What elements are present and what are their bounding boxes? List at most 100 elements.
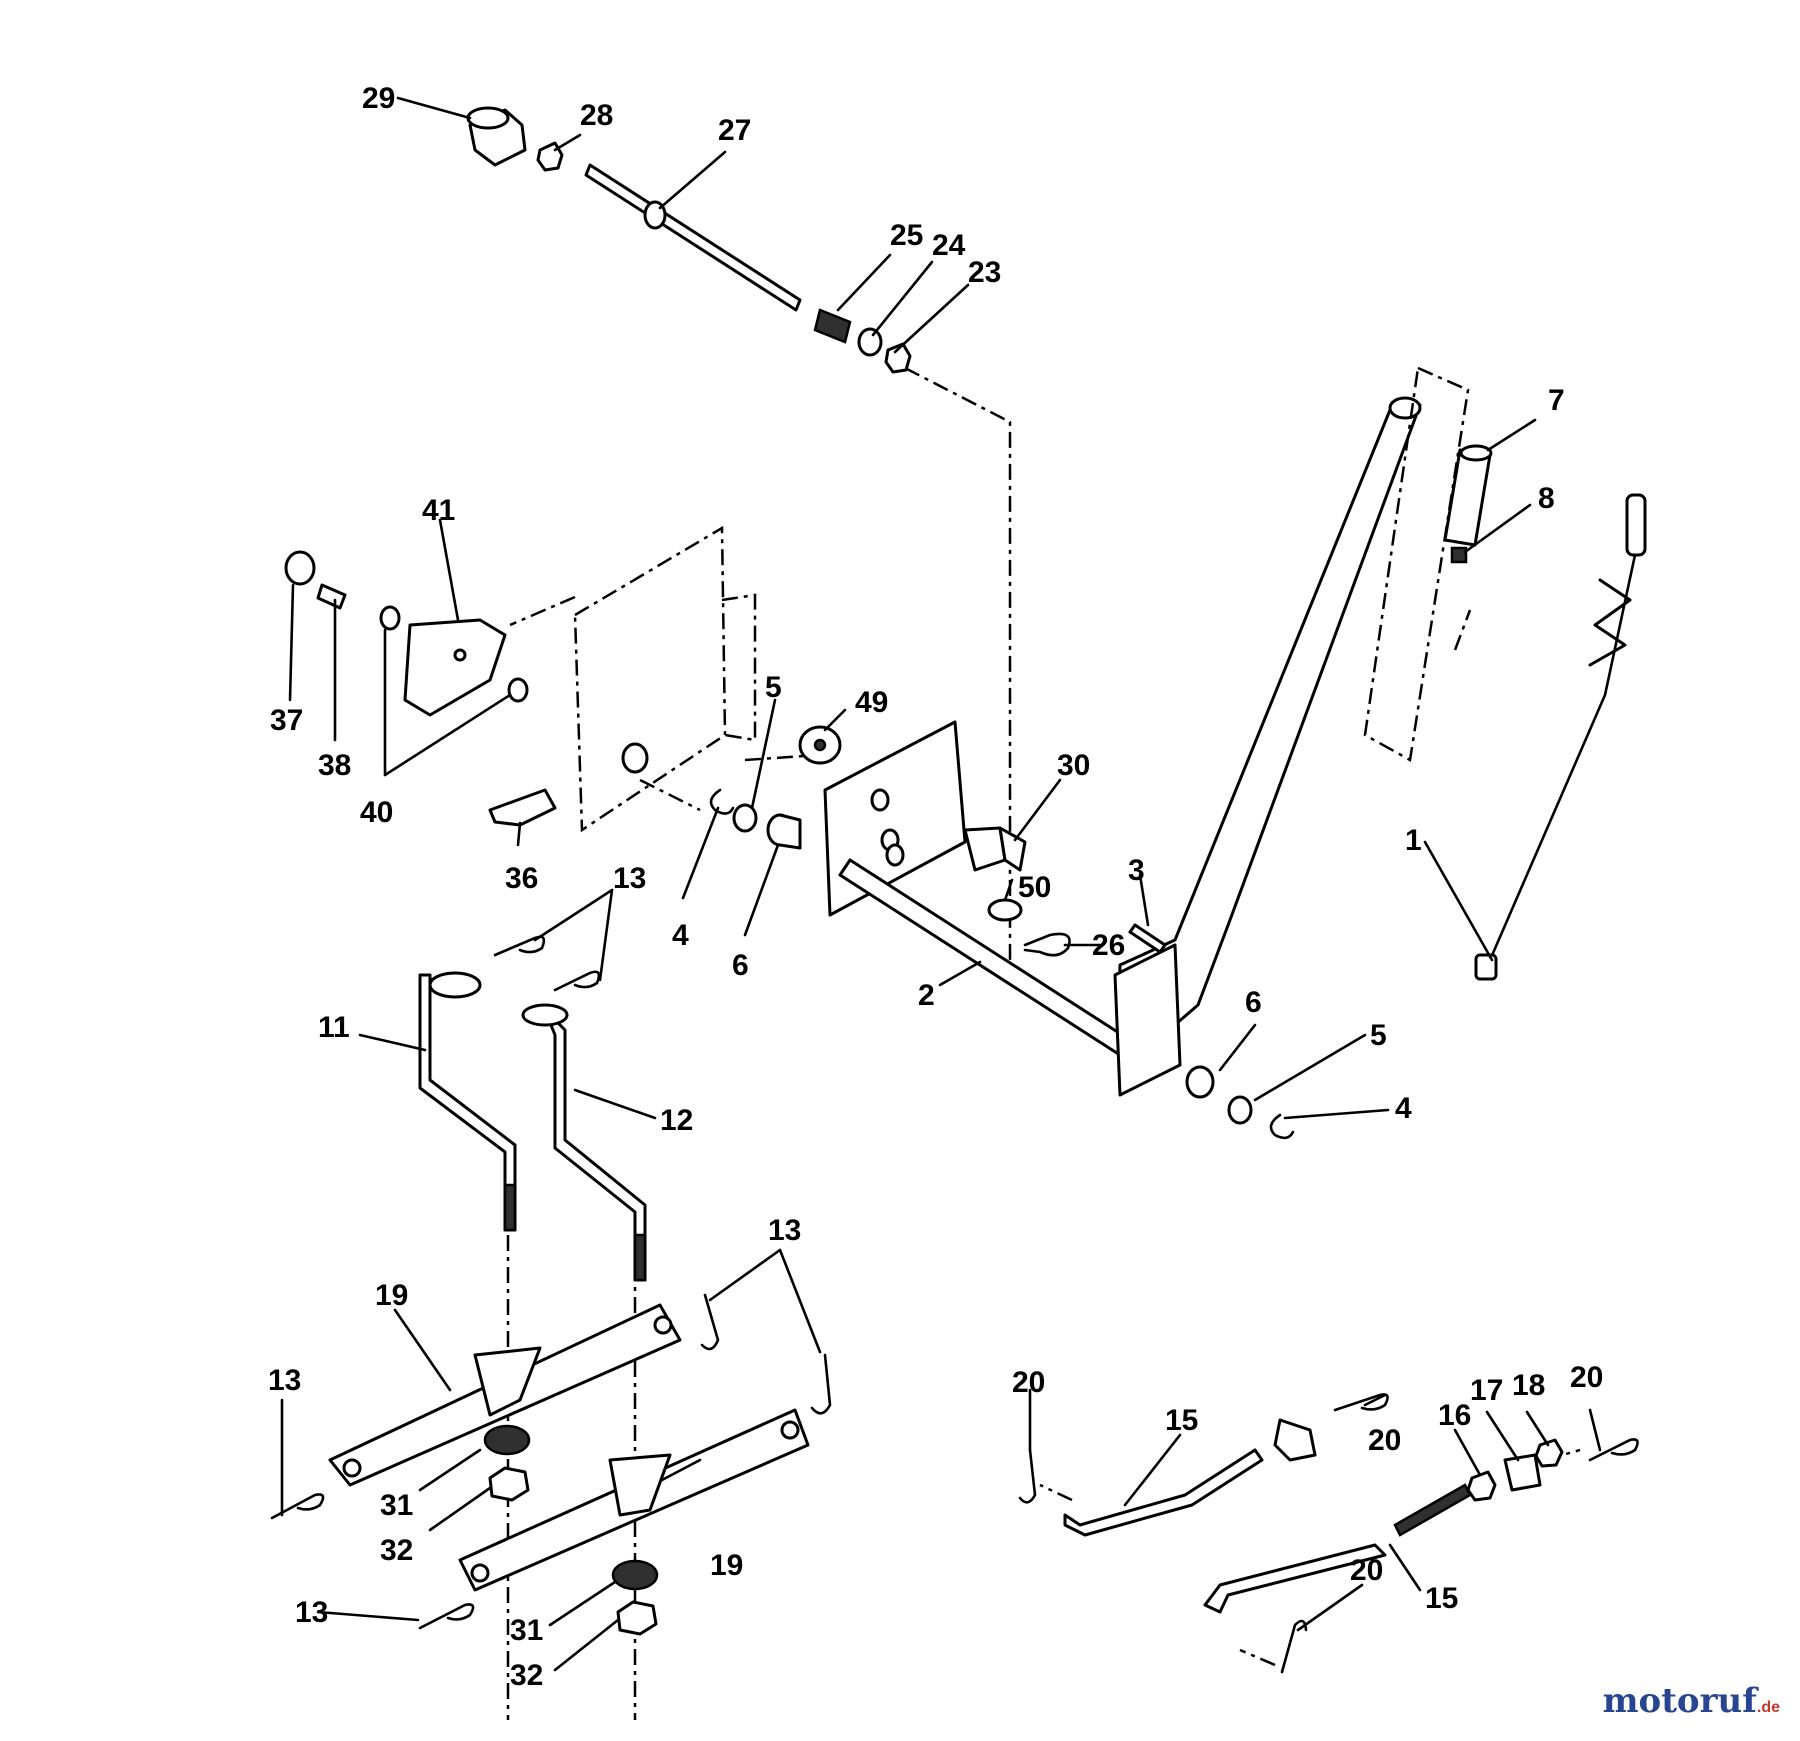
label-29: 29 — [362, 82, 395, 115]
shaft-arm — [1113, 943, 1182, 1097]
label-24: 24 — [932, 229, 966, 262]
label-15b: 15 — [1425, 1582, 1458, 1615]
washer-40b — [507, 677, 529, 703]
bracket-36 — [488, 788, 557, 827]
label-15a: 15 — [1165, 1404, 1198, 1437]
label-20d: 20 — [1350, 1554, 1383, 1587]
label-19a: 19 — [375, 1279, 408, 1312]
front-link-15a — [1063, 1418, 1317, 1537]
lift-shaft-2 — [838, 858, 1132, 1057]
label-27: 27 — [718, 114, 751, 147]
label-25: 25 — [890, 219, 923, 252]
label-7: 7 — [1548, 384, 1565, 417]
label-13d: 13 — [295, 1596, 328, 1629]
nut-16 — [1466, 1470, 1497, 1502]
label-50: 50 — [1018, 871, 1051, 904]
label-11: 11 — [318, 1011, 350, 1044]
label-32b: 32 — [510, 1659, 543, 1692]
label-31a: 31 — [380, 1489, 413, 1522]
label-6b: 6 — [1245, 986, 1262, 1019]
flange-nut-49 — [798, 725, 842, 765]
clip-4a — [709, 788, 735, 815]
part-labels: 29 28 27 25 24 23 7 8 41 37 38 40 5 49 3… — [268, 82, 1603, 1692]
label-5b: 5 — [1370, 1019, 1387, 1052]
washer-5b — [1227, 1095, 1253, 1125]
label-37: 37 — [270, 704, 303, 737]
washer-24 — [857, 327, 883, 357]
hairpin-20a — [1018, 1448, 1037, 1504]
label-8: 8 — [1538, 482, 1555, 515]
label-40: 40 — [360, 796, 393, 829]
label-13c: 13 — [268, 1364, 301, 1397]
label-20a: 20 — [1012, 1366, 1045, 1399]
label-41: 41 — [422, 494, 455, 527]
watermark-text: motoruf — [1602, 1681, 1757, 1721]
nut-32b — [616, 1600, 658, 1636]
cap-37 — [284, 550, 316, 586]
bushing-6a — [766, 813, 802, 850]
label-2: 2 — [918, 979, 935, 1012]
label-3: 3 — [1128, 854, 1145, 887]
swivel-30 — [963, 826, 1027, 872]
label-31b: 31 — [510, 1614, 543, 1647]
hairpin-13e — [270, 1493, 325, 1520]
nut-18 — [1534, 1438, 1564, 1468]
label-18: 18 — [1512, 1369, 1545, 1402]
threaded-rod-27 — [584, 163, 802, 312]
hairpin-26 — [1023, 932, 1071, 957]
lift-link-11 — [418, 971, 517, 1232]
hairpin-13d — [810, 1353, 832, 1415]
label-26: 26 — [1092, 929, 1125, 962]
bushing — [621, 742, 649, 774]
label-16: 16 — [1438, 1399, 1471, 1432]
label-32a: 32 — [380, 1534, 413, 1567]
watermark-suffix: .de — [1756, 1699, 1780, 1716]
bushing-6b — [1185, 1065, 1215, 1099]
label-23: 23 — [968, 256, 1001, 289]
pin-3 — [1128, 923, 1167, 954]
label-30: 30 — [1057, 749, 1090, 782]
mount-plate — [823, 720, 967, 917]
label-1: 1 — [1405, 824, 1422, 857]
label-13b: 13 — [768, 1214, 801, 1247]
label-4b: 4 — [1395, 1092, 1412, 1125]
nut-8 — [1450, 546, 1468, 564]
label-28: 28 — [580, 99, 613, 132]
hairpin-20d — [1280, 1619, 1308, 1674]
handle-grip-7 — [1443, 444, 1493, 547]
spacer-31a — [483, 1424, 531, 1456]
nut-32a — [488, 1466, 530, 1502]
clip-4b — [1269, 1113, 1295, 1140]
spacer-31b — [611, 1559, 659, 1591]
adjust-knob-29 — [466, 106, 527, 167]
label-38: 38 — [318, 749, 351, 782]
knob-41 — [403, 618, 507, 717]
hairpin-13c — [700, 1293, 720, 1351]
lift-arm-19b — [458, 1408, 810, 1592]
washer-50 — [987, 898, 1023, 922]
hairpin-13b — [553, 970, 601, 992]
watermark-logo: motoruf.de — [1603, 1681, 1780, 1721]
label-6a: 6 — [732, 949, 749, 982]
label-12: 12 — [660, 1104, 693, 1137]
label-13a: 13 — [613, 862, 646, 895]
label-20c: 20 — [1570, 1361, 1603, 1394]
label-19b: 19 — [710, 1549, 743, 1582]
washer-40a — [379, 605, 401, 631]
label-17: 17 — [1470, 1374, 1503, 1407]
cable-1 — [1474, 493, 1647, 981]
label-4a: 4 — [672, 919, 689, 952]
label-5a: 5 — [765, 671, 782, 704]
ferrule-17 — [1503, 1453, 1542, 1492]
lift-arm-19a — [328, 1303, 682, 1487]
side-panel — [573, 525, 757, 833]
bolt-38 — [316, 583, 347, 610]
hairpin-20c — [1588, 1438, 1639, 1462]
label-36: 36 — [505, 862, 538, 895]
hairpin-13f — [418, 1603, 475, 1630]
leader-lines — [280, 96, 1602, 1672]
washer-5a — [732, 803, 758, 833]
label-20b: 20 — [1368, 1424, 1401, 1457]
lift-link-12 — [521, 1003, 647, 1282]
